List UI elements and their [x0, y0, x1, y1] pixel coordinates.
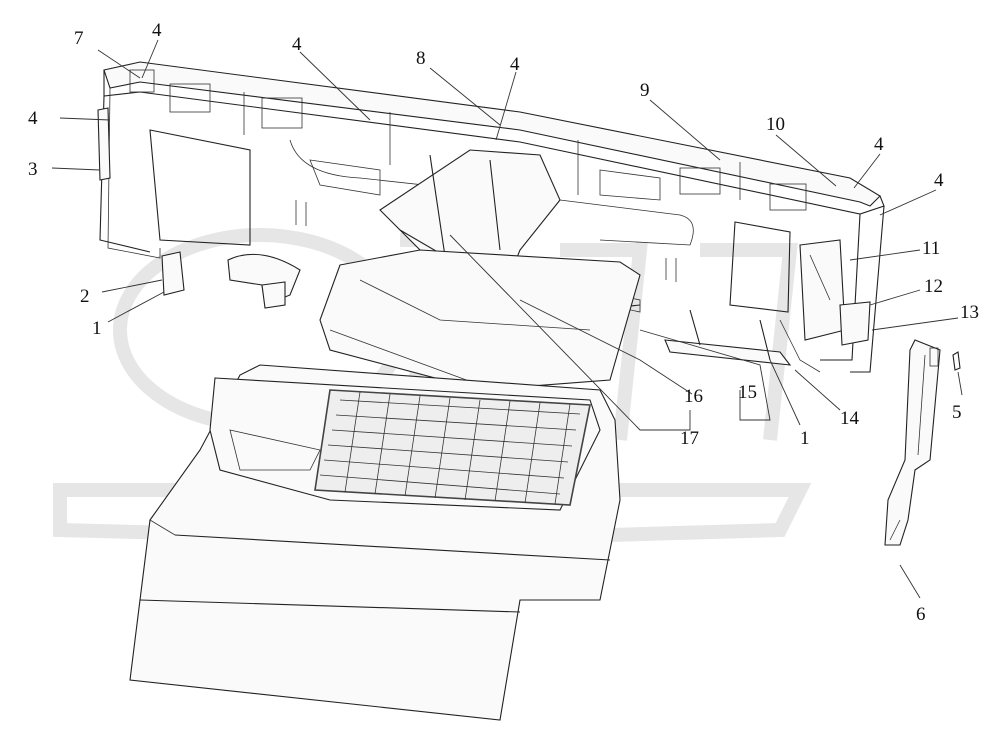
- right-brackets: [664, 309, 821, 373]
- callout-1: 1: [92, 318, 102, 339]
- callout-labels: 7 4 4 8 4 9 10 4 4 4 3 11 2 12 13 1 16 1…: [28, 20, 979, 625]
- callout-4: 4: [874, 134, 884, 155]
- right-side-components: [799, 239, 871, 346]
- callout-3: 3: [28, 159, 38, 180]
- callout-5: 7: [74, 28, 84, 49]
- callout-16: 16: [684, 386, 703, 407]
- callout-12: 5: [952, 402, 962, 423]
- callout-7: 9: [640, 80, 650, 101]
- left-side-piece: [97, 107, 111, 181]
- callout-1: 1: [800, 428, 810, 449]
- mesh-grille: [314, 389, 591, 506]
- callout-17: 17: [680, 428, 699, 449]
- callout-8: 10: [766, 114, 785, 135]
- leader-lines: [51, 39, 963, 599]
- console-housing: [319, 249, 641, 391]
- floor-panel: [129, 364, 621, 721]
- callout-9: 11: [922, 238, 940, 259]
- callout-4: 4: [152, 20, 162, 41]
- callout-15: 15: [738, 382, 757, 403]
- callout-13: 6: [916, 604, 926, 625]
- callout-10: 12: [924, 276, 943, 297]
- dashboard-frame: [99, 61, 885, 373]
- left-brackets: [161, 251, 301, 309]
- side-trim-panel: [884, 339, 941, 546]
- clip-part: [952, 351, 961, 371]
- callout-11: 13: [960, 302, 979, 323]
- callout-4: 4: [28, 108, 38, 129]
- callout-6: 8: [416, 48, 426, 69]
- callout-2: 2: [80, 286, 90, 307]
- callout-4: 4: [510, 54, 520, 75]
- callout-4: 4: [934, 170, 944, 191]
- callout-14: 14: [840, 408, 860, 429]
- callout-4: 4: [292, 34, 302, 55]
